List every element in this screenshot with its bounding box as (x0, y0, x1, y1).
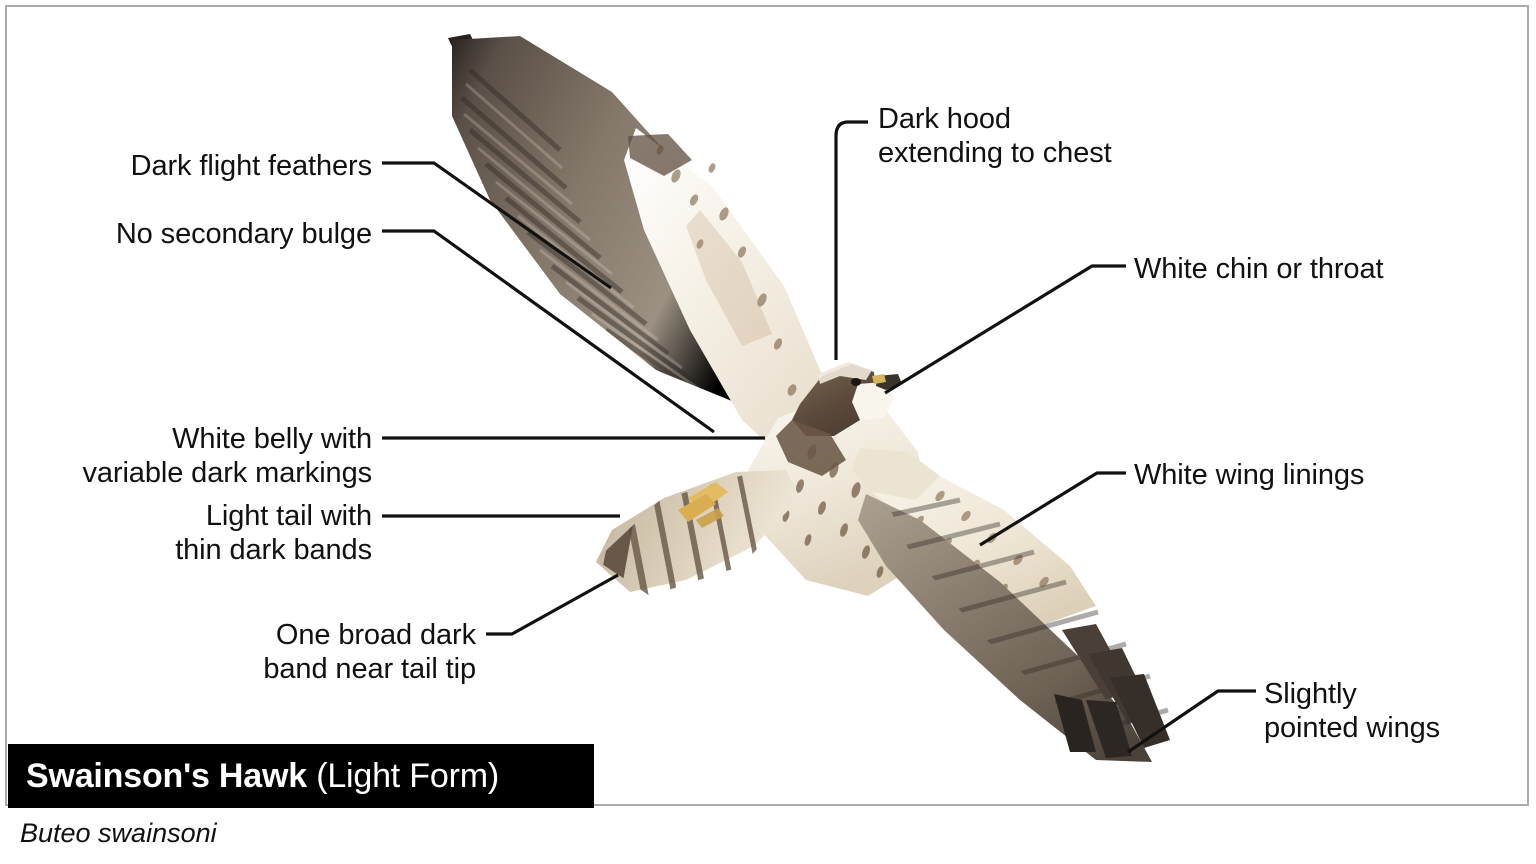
common-name: Swainson's Hawk (26, 756, 317, 795)
left-wing-linings (624, 128, 836, 470)
label-no-secondary-bulge: No secondary bulge (115, 218, 372, 250)
tail (596, 470, 800, 592)
title-text: Swainson's Hawk (Light Form) (8, 757, 499, 796)
white-chin-throat (852, 382, 894, 420)
hood-chest-extension (776, 420, 846, 476)
label-white-chin: White chin or throat (1134, 253, 1384, 285)
scientific-name: Buteo swainsoni (20, 818, 217, 848)
label-one-broad-band: One broad dark band near tail tip (263, 619, 476, 685)
right-wing-flight-feathers (858, 494, 1152, 762)
form-name: (Light Form) (316, 756, 499, 795)
legs-talons (678, 482, 728, 528)
eye (851, 378, 861, 386)
beak-cere (872, 374, 886, 384)
title-banner: Swainson's Hawk (Light Form) (8, 744, 594, 808)
right-shoulder (852, 448, 940, 500)
label-dark-flight-feathers: Dark flight feathers (130, 150, 372, 182)
label-white-wing-linings: White wing linings (1134, 459, 1365, 491)
label-slightly-pointed-wings: Slightly pointed wings (1264, 678, 1441, 744)
label-white-belly: White belly with variable dark markings (82, 423, 372, 489)
label-dark-hood: Dark hood extending to chest (878, 103, 1112, 169)
label-light-tail: Light tail with thin dark bands (175, 500, 372, 566)
right-wing-linings (872, 470, 1096, 626)
crown-pale-edge (818, 362, 872, 384)
left-wing-carpal-mark (628, 134, 692, 176)
